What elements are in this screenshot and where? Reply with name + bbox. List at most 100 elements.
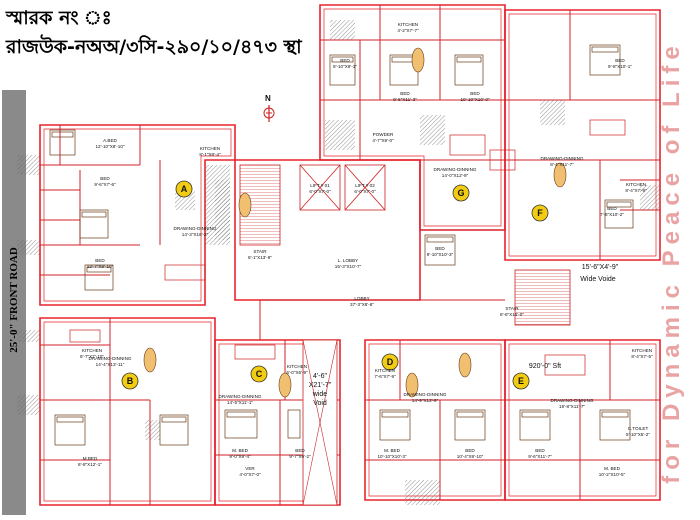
room-size: 9'-10"X9'-1" <box>333 64 357 69</box>
room-name: C.TOILET <box>628 426 649 431</box>
room-name: DRAWING-DINNING <box>434 167 477 172</box>
room-size: 14'-3"X18'-2" <box>182 232 209 237</box>
unit-e-marker: E <box>518 376 524 386</box>
room-size: 9'-8"X10'-1" <box>608 64 632 69</box>
outer-walls <box>39 4 661 506</box>
lift-shafts <box>299 164 386 211</box>
room-size: 6'-0"X7'-0" <box>354 189 376 194</box>
room-size: 12'-10"X8'-10" <box>95 144 124 149</box>
room-size: 14'-9"X12'-9" <box>412 398 439 403</box>
room-size: 9'-5"X11'-3" <box>393 97 417 102</box>
room-size: 14'-5"X11'-1" <box>227 400 253 405</box>
room-name: STAIR <box>253 249 267 254</box>
room-name: BED <box>615 58 625 63</box>
north-arrow-icon <box>263 105 275 122</box>
room-size: 19'-8"X11'-7" <box>559 404 585 409</box>
interior-walls <box>40 5 660 505</box>
void-dimension: X21'-7" <box>309 382 332 389</box>
room-name: POWDER <box>373 132 394 137</box>
room-name: L. LOBBY <box>338 258 358 263</box>
sofa-furniture <box>69 119 626 376</box>
room-name: KITCHEN <box>82 348 102 353</box>
unit-d-marker: D <box>387 357 394 367</box>
void-dimension: 15'-6"X4'-9" <box>582 264 619 271</box>
unit-b-marker: B <box>127 376 134 386</box>
unit-markers <box>121 180 549 390</box>
room-name: KITCHEN <box>632 348 652 353</box>
room-size: 9'-6"X7'-6" <box>94 182 116 187</box>
unit-e-area: 920'-0" Sft <box>529 363 561 370</box>
room-name: LIFT # 02 <box>355 183 375 188</box>
dining-furniture <box>143 47 567 398</box>
unit-g-marker: G <box>457 188 464 198</box>
room-name: DRAWING-DINNING <box>404 392 447 397</box>
room-size: 7'-5"X10'-2" <box>600 212 624 217</box>
room-size: 10'-10"X10'-0" <box>460 97 489 102</box>
void-label: Void <box>313 400 327 407</box>
void-dimension: 4'-6" <box>313 373 327 380</box>
room-name: BED <box>465 448 475 453</box>
room-size: 10'-4"X9'-10" <box>457 454 484 459</box>
room-name: BED <box>435 246 445 251</box>
room-name: BED <box>295 448 305 453</box>
memo-number-label: স্মারক নং ঃ <box>6 7 112 29</box>
room-size: 8'-8"X12'-1" <box>78 462 102 467</box>
unit-c-marker: C <box>256 369 263 379</box>
room-name: M.BED <box>83 456 98 461</box>
room-size: 4'-7"X9'-0" <box>372 138 394 143</box>
room-name: M. BED <box>384 448 401 453</box>
wide-voide-label: Wide Voide <box>580 276 616 283</box>
central-void <box>302 339 338 506</box>
room-name: DRAWING-DINNING <box>174 226 217 231</box>
brand-slogan-watermark: for Dynamic Peace of Life <box>658 40 685 484</box>
bed-furniture <box>49 44 634 446</box>
room-size: 9'-0"X9'-4" <box>229 454 251 459</box>
room-name: BED <box>470 91 480 96</box>
room-size: 14'-4"X13'-11" <box>96 362 125 367</box>
room-size: 4'-2"X7'-7" <box>397 28 419 33</box>
room-name: KITCHEN <box>287 364 307 369</box>
room-size: 8'-4"X7'-5" <box>631 354 653 359</box>
room-name: M. BED <box>232 448 249 453</box>
room-name: VER <box>245 466 255 471</box>
room-size: 9'-6"X11'-7" <box>528 454 552 459</box>
room-size: 9'-10"X10'-3" <box>427 252 454 257</box>
room-size: 37'-3"X8'-6" <box>350 302 374 307</box>
stair-core-right <box>514 269 571 326</box>
room-name: BED <box>607 206 617 211</box>
north-label: N <box>265 94 271 103</box>
room-name: BED <box>400 91 410 96</box>
room-name: BED <box>95 258 105 263</box>
room-name: KITCHEN <box>398 22 418 27</box>
room-name: DRAWING-DINNING <box>541 156 584 161</box>
unit-f-marker: F <box>537 208 543 218</box>
room-name: A.BED <box>103 138 117 143</box>
room-size: 6'-0"X7'-0" <box>309 189 331 194</box>
room-name: LIFT # 01 <box>310 183 330 188</box>
room-name: BED <box>340 58 350 63</box>
room-name: M. BED <box>604 466 621 471</box>
room-name: KITCHEN <box>375 368 395 373</box>
room-name: DRAWING-DINNING <box>89 356 132 361</box>
room-size: 6'-0"X6'-9" <box>286 370 308 375</box>
void-label: wide <box>312 391 328 398</box>
room-name: STAIR <box>505 306 519 311</box>
room-name: DRAWING-DINNING <box>219 394 262 399</box>
room-name: DRAWING-DINNING <box>551 398 594 403</box>
room-size: 14'-0"X12'-9" <box>442 173 469 178</box>
room-size: 12'-7"X9'-10" <box>87 264 114 269</box>
room-name: KITCHEN <box>200 146 220 151</box>
room-name: BED <box>535 448 545 453</box>
room-name: LOBBY <box>354 296 369 301</box>
room-size: 7'-6"X7'-9" <box>374 374 396 379</box>
unit-a-marker: A <box>181 184 188 194</box>
room-size: 8'-4"X7'-9" <box>625 188 647 193</box>
room-size: 8'-6"X16'-0" <box>500 312 524 317</box>
hatched-shafts <box>17 20 660 505</box>
room-size: 10'-2"X10'-5" <box>599 472 626 477</box>
approval-reference-label: রাজউক-নঅঅ/৩সি-২৯০/১০/৪৭৩ স্থা <box>6 36 302 58</box>
room-size: 9'-7"X9'-2" <box>289 454 311 459</box>
room-size: 15'-3"X10'-7" <box>335 264 362 269</box>
room-size: 5'-10"X5'-2" <box>626 432 650 437</box>
